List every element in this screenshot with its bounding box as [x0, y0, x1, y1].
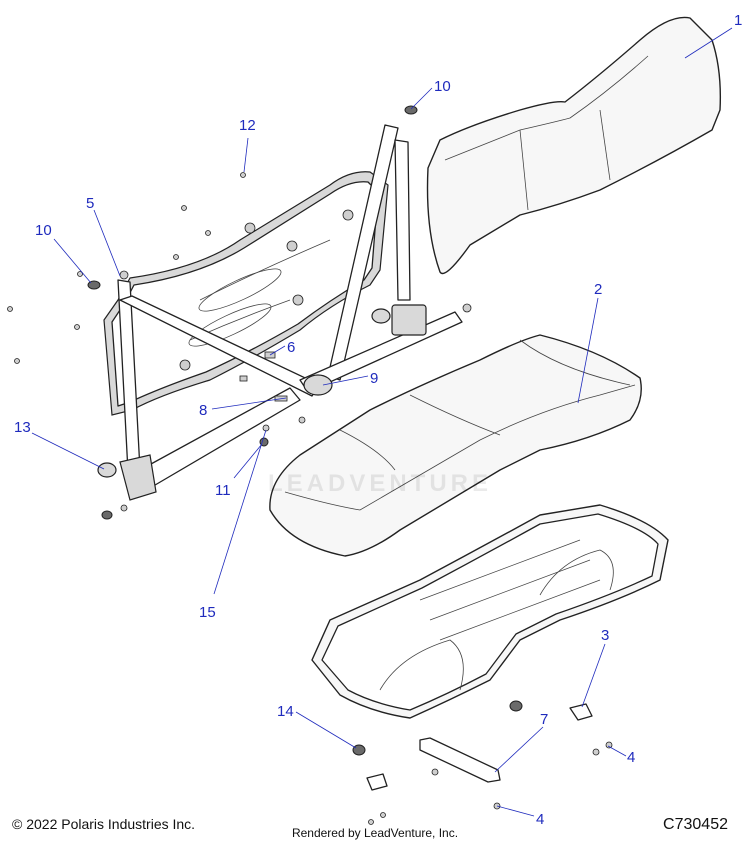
callout-15[interactable]: 15 — [199, 604, 216, 621]
callout-7[interactable]: 7 — [540, 711, 548, 728]
rendered-by-credit: Rendered by LeadVenture, Inc. — [291, 826, 459, 840]
callout-9[interactable]: 9 — [370, 370, 378, 387]
copyright-notice: © 2022 Polaris Industries Inc. — [12, 816, 196, 832]
callout-6[interactable]: 6 — [287, 339, 295, 356]
small-hardware — [7, 105, 613, 825]
callout-3[interactable]: 3 — [601, 627, 609, 644]
drawing-number: C730452 — [663, 816, 728, 833]
callout-4-lower[interactable]: 4 — [536, 811, 544, 828]
callout-13[interactable]: 13 — [14, 419, 31, 436]
callout-14[interactable]: 14 — [277, 703, 294, 720]
callout-labels: 1 2 3 4 4 5 6 7 8 9 10 10 11 12 13 14 15 — [14, 12, 742, 828]
callout-10-left[interactable]: 10 — [35, 222, 52, 239]
callout-4-upper[interactable]: 4 — [627, 749, 635, 766]
callout-11[interactable]: 11 — [215, 482, 231, 499]
seat-belt-assembly — [117, 124, 472, 501]
callout-2[interactable]: 2 — [594, 281, 602, 298]
seat-bottom-cushion — [269, 334, 642, 557]
callout-5[interactable]: 5 — [86, 195, 94, 212]
leader-lines — [31, 27, 733, 817]
callout-10-upper[interactable]: 10 — [434, 78, 451, 95]
callout-1[interactable]: 1 — [734, 12, 742, 29]
callout-8[interactable]: 8 — [199, 402, 207, 419]
seat-base-tray — [311, 504, 669, 719]
watermark: LEADVENTURE — [267, 470, 492, 497]
seat-back-cushion — [426, 16, 721, 275]
callout-12[interactable]: 12 — [239, 117, 256, 134]
